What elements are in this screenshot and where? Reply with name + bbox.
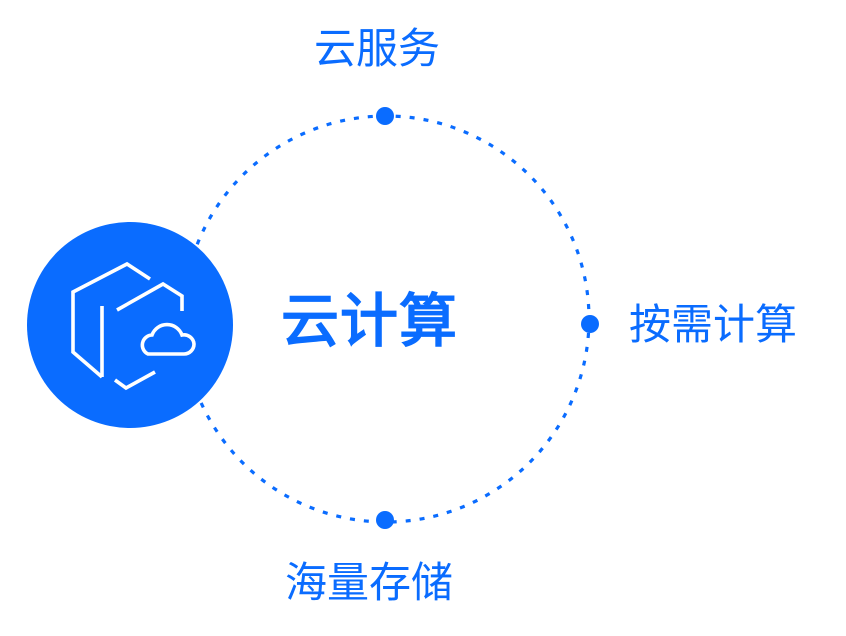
node-dot-bottom bbox=[376, 511, 394, 529]
hub-disc bbox=[27, 222, 233, 428]
node-label-top: 云服务 bbox=[314, 24, 441, 73]
cloud-hexagon-icon bbox=[71, 261, 196, 391]
node-label-right: 按需计算 bbox=[629, 300, 798, 349]
node-dot-top bbox=[376, 107, 394, 125]
center-title: 云计算 bbox=[281, 287, 459, 355]
node-label-bottom: 海量存储 bbox=[285, 558, 454, 607]
node-dot-right bbox=[581, 315, 599, 333]
